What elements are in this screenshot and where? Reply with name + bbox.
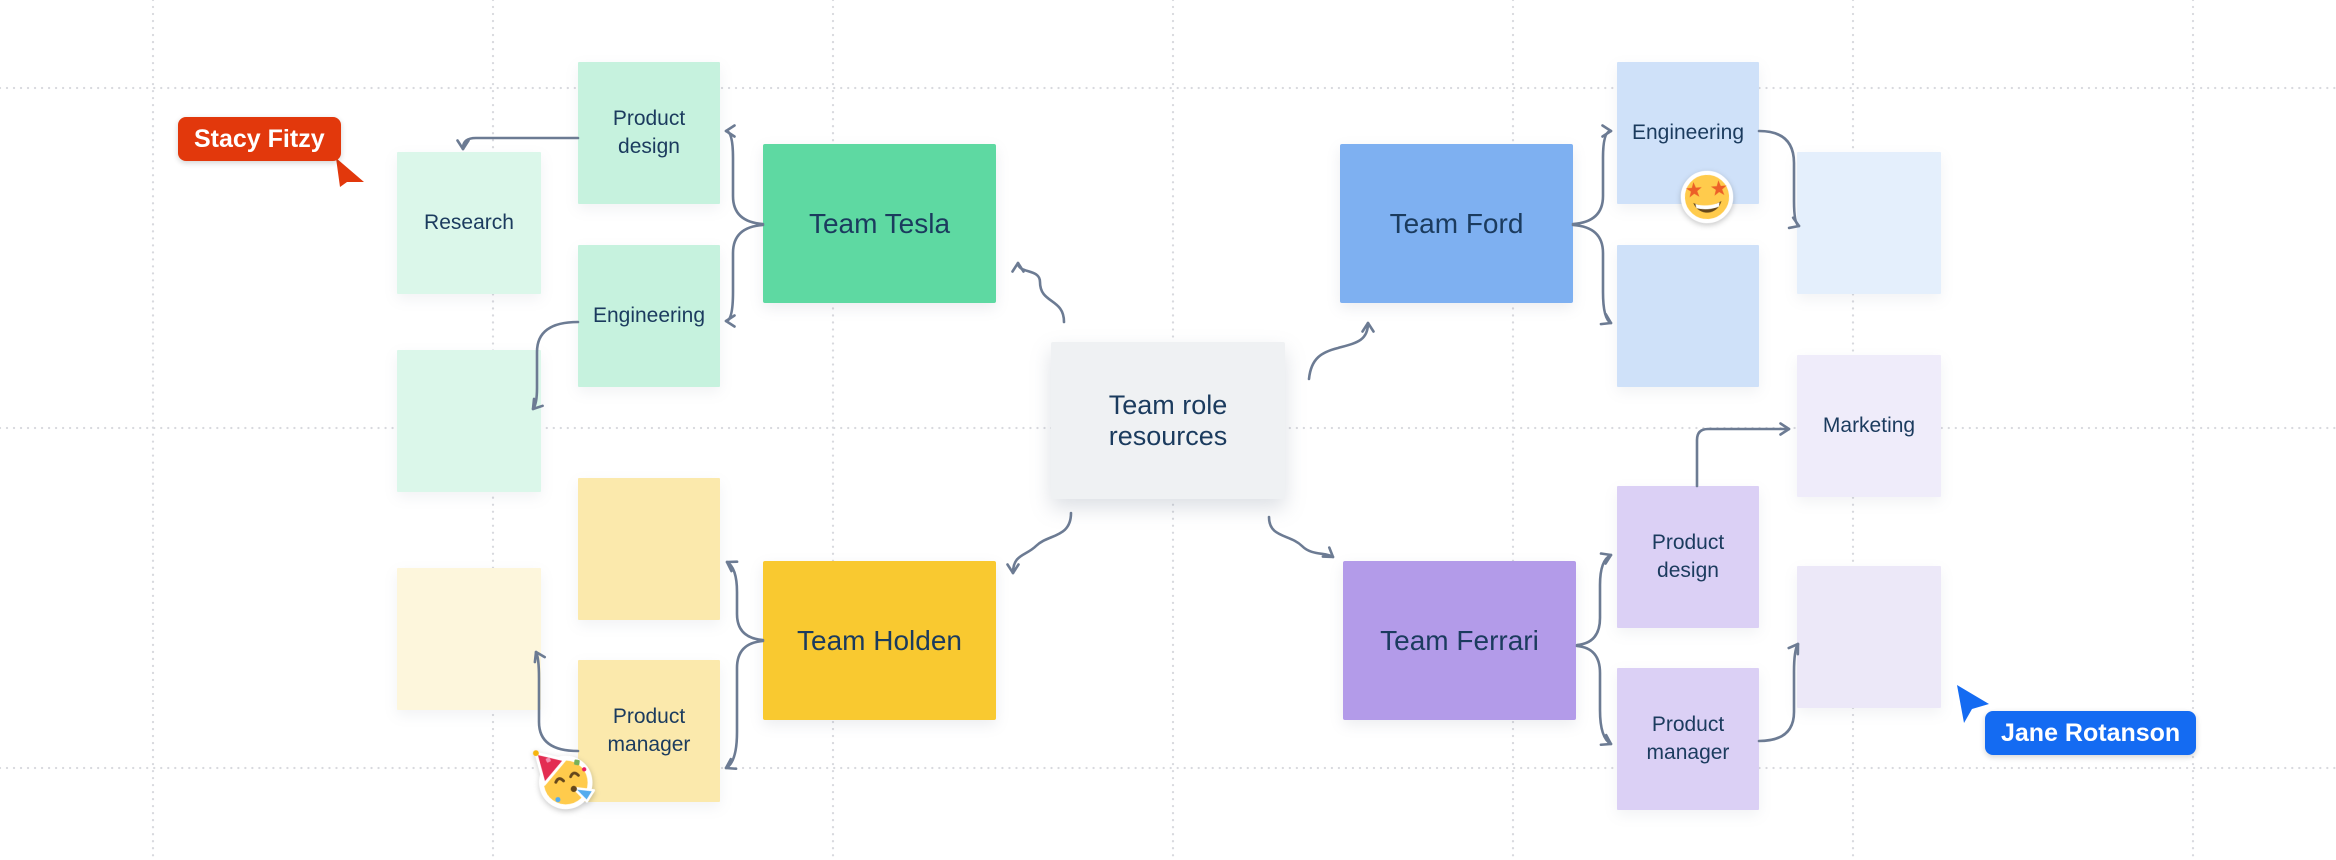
connector-center-to-holden[interactable] xyxy=(1006,511,1073,575)
team-node-ford[interactable]: Team Ford xyxy=(1340,144,1573,303)
connector-center-to-tesla[interactable] xyxy=(1011,261,1066,324)
sticky-note-tesla-engineering[interactable]: Engineering xyxy=(578,245,720,387)
sticky-note-tesla-product-design[interactable]: Product design xyxy=(578,62,720,204)
sticky-note-label: Research xyxy=(424,211,514,235)
center-node-team-role-resources[interactable]: Team role resources xyxy=(1051,342,1285,499)
team-node-label: Team Ferrari xyxy=(1380,624,1539,656)
connector-tesla-to-engineering[interactable] xyxy=(724,223,765,328)
sticky-note-mint-blank[interactable] xyxy=(397,350,541,492)
sticky-note-cream-blank[interactable] xyxy=(397,568,541,710)
team-node-label: Team Tesla xyxy=(808,207,951,239)
jane-cursor-label: Jane Rotanson xyxy=(1985,711,2197,755)
connector-ferrari-to-product-design[interactable] xyxy=(1575,552,1613,647)
sticky-note-ferrari-product-design[interactable]: Product design xyxy=(1617,486,1759,628)
connector-product-design-to-marketing[interactable] xyxy=(1695,422,1791,488)
sticky-note-ford-blank[interactable] xyxy=(1617,245,1759,387)
sticky-note-label: Product manager xyxy=(1646,713,1730,764)
connector-holden-to-blank-note[interactable] xyxy=(725,560,765,642)
sticky-note-marketing[interactable]: Marketing xyxy=(1797,355,1941,497)
sticky-note-label: Engineering xyxy=(1631,121,1745,145)
connector-holden-to-product-manager[interactable] xyxy=(724,639,765,771)
team-node-tesla[interactable]: Team Tesla xyxy=(763,144,996,303)
sticky-note-label: Product design xyxy=(612,107,686,158)
sticky-note-research[interactable]: Research xyxy=(397,152,541,294)
team-node-label: Team Holden xyxy=(797,624,962,656)
team-node-holden[interactable]: Team Holden xyxy=(763,561,996,720)
team-node-label: Team Ford xyxy=(1389,207,1524,239)
star-struck-emoji-sticker[interactable] xyxy=(1675,165,1739,229)
connector-ferrari-to-product-manager[interactable] xyxy=(1575,644,1613,747)
connector-product-manager-to-lavender-note[interactable] xyxy=(1757,642,1800,743)
center-node-label: Team role resources xyxy=(1108,389,1228,451)
stacy-cursor-label: Stacy Fitzy xyxy=(178,117,341,161)
connector-product-manager-to-cream-note[interactable] xyxy=(533,650,580,753)
sticky-note-paleblue-blank[interactable] xyxy=(1797,152,1941,294)
connector-center-to-ford[interactable] xyxy=(1307,321,1375,381)
star-eye-right xyxy=(1710,180,1727,196)
sticky-note-label: Marketing xyxy=(1822,414,1916,438)
partying-face-emoji-sticker[interactable] xyxy=(522,737,603,818)
sticky-note-holden-product-manager[interactable]: Product manager xyxy=(578,660,720,802)
party-blower xyxy=(572,786,596,803)
star-eye-left xyxy=(1685,182,1702,198)
sticky-note-lavender-blank[interactable] xyxy=(1797,566,1941,708)
team-node-ferrari[interactable]: Team Ferrari xyxy=(1343,561,1576,720)
sticky-note-label: Product manager xyxy=(607,705,691,756)
sticky-note-label: Product design xyxy=(1651,531,1725,582)
connector-tesla-to-product-design[interactable] xyxy=(724,124,765,226)
sticky-note-ferrari-product-manager[interactable]: Product manager xyxy=(1617,668,1759,810)
sticky-note-holden-blank[interactable] xyxy=(578,478,720,620)
connector-engineering-to-mint-note[interactable] xyxy=(531,320,580,411)
connector-ford-to-engineering[interactable] xyxy=(1571,124,1613,226)
connector-engineering-to-paleblue-note[interactable] xyxy=(1757,129,1801,230)
party-hat xyxy=(534,751,567,786)
sticky-note-label: Engineering xyxy=(592,304,706,328)
connector-product-design-to-research[interactable] xyxy=(456,136,580,151)
connector-center-to-ferrari[interactable] xyxy=(1267,515,1335,559)
connector-ford-to-blank-note[interactable] xyxy=(1571,223,1613,326)
